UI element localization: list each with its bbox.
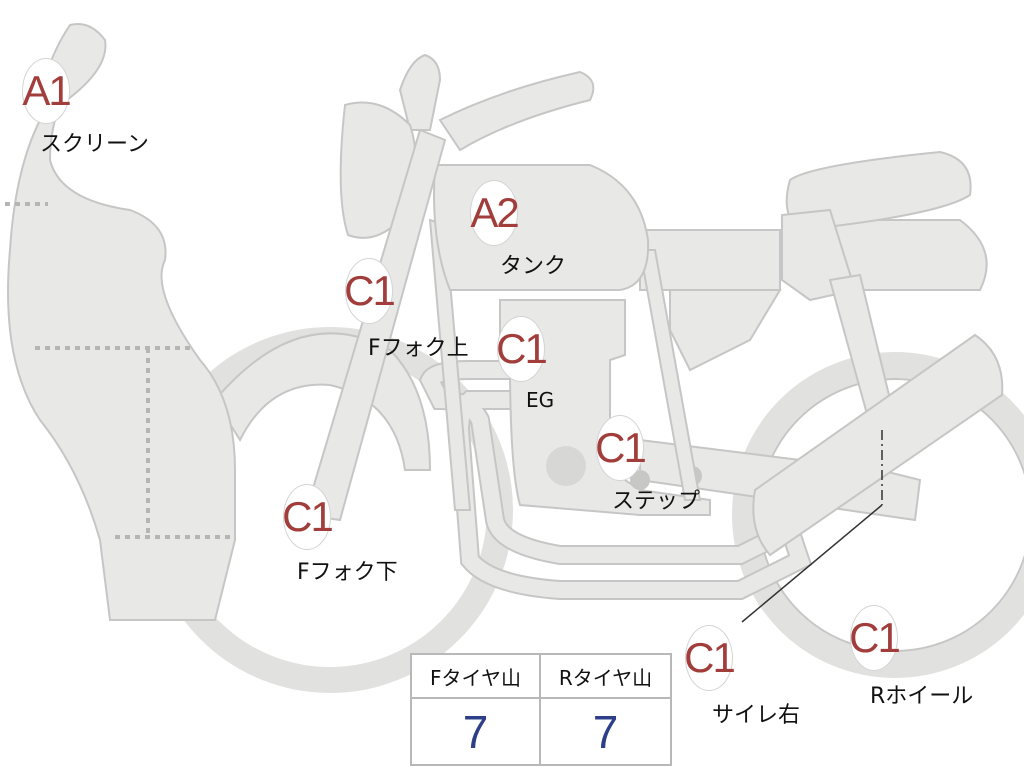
part-code-badge: C1	[849, 605, 901, 671]
silencer	[752, 333, 1004, 557]
label-screen: スクリーン	[40, 132, 149, 157]
part-code-badge: C1	[595, 415, 647, 481]
front-tire-tread-value: 7	[412, 699, 541, 764]
rear-tire-tread-header: Rタイヤ山	[541, 655, 670, 699]
part-code-badge: C1	[344, 258, 396, 324]
rear-fender	[818, 219, 988, 291]
label-fork-upper: Fフォク上	[368, 336, 469, 361]
handlebar	[438, 70, 595, 152]
part-code-badge: C1	[496, 316, 548, 382]
label-step: ステップ	[612, 489, 701, 514]
label-fork-lower: Fフォク下	[297, 560, 398, 585]
label-tank: タンク	[500, 254, 567, 279]
front-tire-tread-header: Fタイヤ山	[412, 655, 541, 699]
front-fork	[303, 128, 447, 522]
rear-tire-tread-value: 7	[592, 705, 619, 758]
leader-line-silencer	[741, 504, 883, 623]
label-rear-wheel: Rホイール	[870, 684, 974, 709]
part-code-badge: C1	[684, 625, 736, 691]
label-silencer-right: サイレ右	[712, 703, 801, 728]
part-code-badge: C1	[282, 484, 334, 550]
tire-tread-table: Fタイヤ山 Rタイヤ山 7 7	[410, 653, 672, 766]
part-code-badge: A1	[22, 58, 72, 124]
part-code-badge: A2	[470, 180, 520, 246]
label-engine: EG	[526, 388, 555, 412]
rear-wheel	[732, 352, 1024, 678]
